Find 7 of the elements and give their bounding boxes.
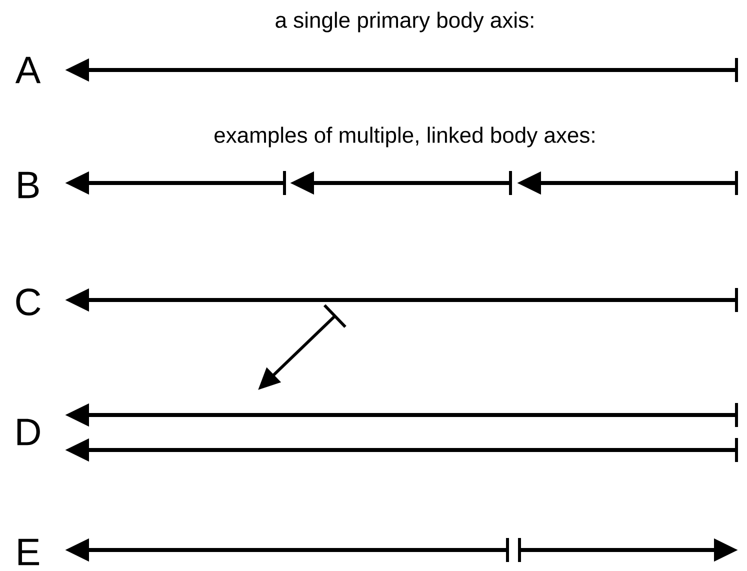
panel-letter: A (15, 56, 41, 84)
panel-letter: E (18, 538, 40, 566)
panel-letter: C (16, 288, 40, 316)
heading: examples of multiple, linked body axes: (214, 126, 594, 148)
panel-letter: D (17, 418, 40, 446)
panel-letter: B (18, 172, 39, 198)
heading: a single primary body axis: (276, 12, 534, 32)
